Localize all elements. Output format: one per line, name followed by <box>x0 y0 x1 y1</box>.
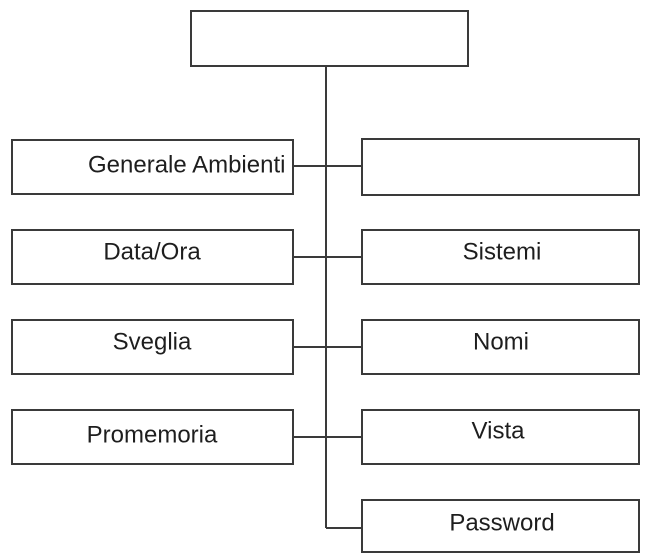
node-data-ora-label: Data/Ora <box>103 238 201 265</box>
root-node <box>190 10 469 67</box>
node-generale-ambienti <box>11 139 294 195</box>
node-promemoria-label: Promemoria <box>87 421 218 448</box>
node-right-empty <box>361 138 640 196</box>
node-promemoria: Promemoria <box>11 409 294 465</box>
node-nomi: Nomi <box>361 319 640 375</box>
node-sveglia-label: Sveglia <box>113 328 192 355</box>
node-vista: Vista <box>361 409 640 465</box>
node-generale-ambienti-label: Generale Ambienti <box>88 151 285 178</box>
node-sveglia: Sveglia <box>11 319 294 375</box>
node-nomi-label: Nomi <box>473 328 529 355</box>
node-data-ora: Data/Ora <box>11 229 294 285</box>
node-sistemi-label: Sistemi <box>463 238 542 265</box>
node-password-label: Password <box>449 509 554 536</box>
node-sistemi: Sistemi <box>361 229 640 285</box>
node-password: Password <box>361 499 640 553</box>
node-vista-label: Vista <box>472 417 526 444</box>
